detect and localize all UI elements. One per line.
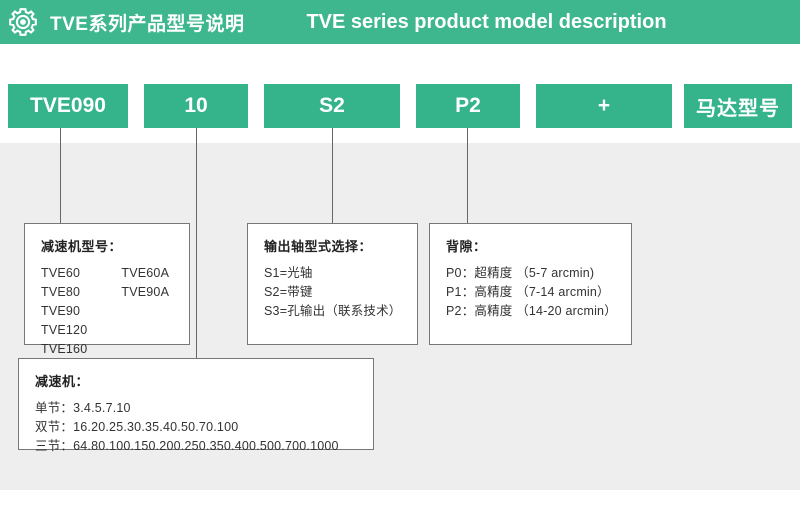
model-chip-backlash[interactable]: P2 (416, 84, 520, 128)
connector-shaft (332, 128, 333, 223)
header-title-en: TVE series product model description (306, 10, 667, 33)
model-code-row: TVE090 10 S2 P2 + 马达型号 (0, 84, 800, 128)
box-gearbox-models-title: 减速机型号： (41, 239, 123, 254)
list-item: TVE160 (41, 342, 88, 356)
list-item: S2=带键 (264, 285, 313, 299)
gearbox-model-column-b: TVE60A TVE90A (121, 264, 169, 359)
model-chip-motor[interactable]: 马达型号 (684, 84, 792, 128)
list-item: S1=光轴 (264, 266, 313, 280)
box-backlash: 背隙： P0：超精度 （5-7 arcmin) P1：高精度 （7-14 arc… (429, 223, 632, 345)
gearbox-model-column-a: TVE60 TVE80 TVE90 TVE120 TVE160 (41, 264, 87, 359)
connector-backlash (467, 128, 468, 223)
list-item: 单节：3.4.5.7.10 (35, 401, 131, 415)
list-item: 三节：64.80.100.150.200.250.350.400.500.700… (35, 439, 339, 453)
gearbox-model-list: TVE60 TVE80 TVE90 TVE120 TVE160 TVE60A T… (41, 264, 189, 359)
list-item: 双节：16.20.25.30.35.40.50.70.100 (35, 420, 239, 434)
model-chip-plus[interactable]: + (536, 84, 672, 128)
list-item: TVE80 (41, 285, 81, 299)
gear-icon (0, 0, 46, 44)
page-header: TVE系列产品型号说明 TVE series product model des… (0, 0, 800, 44)
model-chip-series[interactable]: TVE090 (8, 84, 128, 128)
list-item: TVE120 (41, 323, 88, 337)
box-reduction-ratio-title: 减速机： (35, 374, 90, 389)
model-chip-shaft[interactable]: S2 (264, 84, 400, 128)
list-item: P0：超精度 （5-7 arcmin) (446, 266, 595, 280)
box-backlash-title: 背隙： (446, 239, 487, 254)
list-item: TVE90 (41, 304, 81, 318)
list-item: TVE90A (121, 285, 170, 299)
header-title-cn: TVE系列产品型号说明 (50, 13, 245, 35)
model-chip-ratio[interactable]: 10 (144, 84, 248, 128)
list-item: TVE60A (121, 266, 170, 280)
box-output-shaft-title: 输出轴型式选择： (264, 239, 373, 254)
box-gearbox-models: 减速机型号： TVE60 TVE80 TVE90 TVE120 TVE160 T… (24, 223, 190, 356)
connector-ratio (196, 128, 197, 358)
list-item: P1：高精度 （7-14 arcmin） (446, 285, 610, 299)
list-item: S3=孔输出（联系技术） (264, 304, 402, 318)
box-output-shaft: 输出轴型式选择： S1=光轴 S2=带键 S3=孔输出（联系技术） (247, 223, 418, 345)
box-reduction-ratio: 减速机： 单节：3.4.5.7.10 双节：16.20.25.30.35.40.… (18, 358, 374, 453)
connector-tve090 (60, 128, 61, 223)
list-item: P2：高精度 （14-20 arcmin） (446, 304, 617, 318)
list-item: TVE60 (41, 266, 81, 280)
